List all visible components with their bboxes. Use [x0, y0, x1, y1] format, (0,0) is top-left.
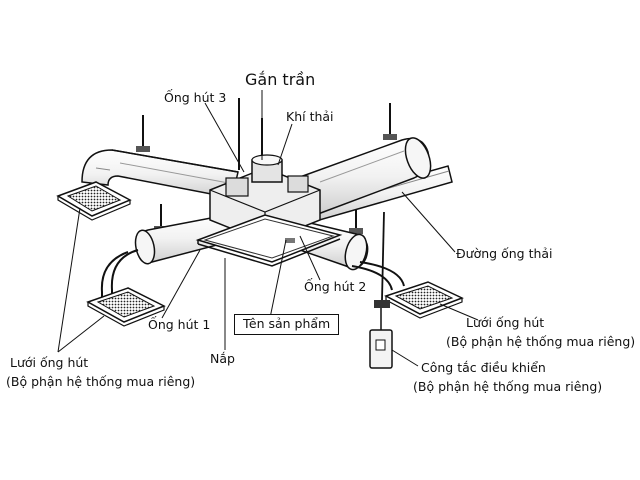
- label-suction-pipe-2: Ống hút 2: [304, 279, 367, 294]
- label-suction-grille-left: Lưới ống hút: [10, 355, 89, 370]
- label-suction-pipe-3: Ống hút 3: [164, 90, 227, 105]
- suction-grille-lower-left: [86, 287, 166, 327]
- label-exhaust-duct: Đường ống thải: [456, 246, 553, 261]
- label-control-switch: Công tắc điều khiển: [421, 360, 546, 375]
- label-separately-purchased-right: (Bộ phận hệ thống mua riêng): [446, 334, 636, 349]
- flex-hoses: [100, 249, 405, 300]
- label-product-name: Tên sản phẩm: [234, 314, 340, 335]
- label-suction-pipe-1: Ống hút 1: [148, 317, 211, 332]
- label-separately-purchased-switch: (Bộ phận hệ thống mua riêng): [413, 379, 603, 394]
- suction-grille-upper-left: [56, 181, 132, 221]
- label-separately-purchased-left: (Bộ phận hệ thống mua riêng): [6, 374, 196, 389]
- suction-grille-right: [384, 281, 464, 319]
- control-switch-device: [369, 211, 393, 369]
- label-suction-grille-right: Lưới ống hút: [466, 315, 545, 330]
- suction-pipe-upper-right: [298, 137, 432, 215]
- cover-panel: [195, 214, 343, 267]
- label-cover: Nắp: [210, 351, 235, 366]
- suction-pipe-lower-left: [134, 213, 237, 265]
- label-exhaust-air: Khí thải: [286, 109, 334, 124]
- suction-pipe-upper-left: [81, 149, 239, 199]
- label-ceiling-mount: Gắn trần: [245, 70, 316, 89]
- leader-lines: [57, 90, 479, 367]
